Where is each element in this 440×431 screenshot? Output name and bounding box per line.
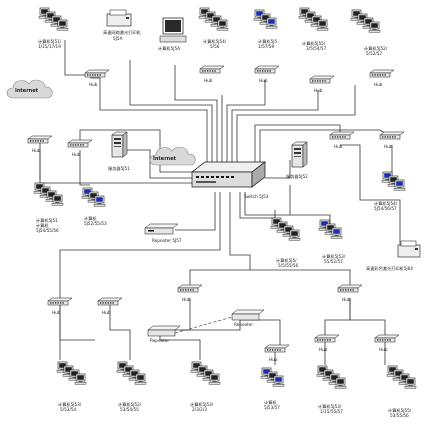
hub-label: Hub <box>72 152 81 157</box>
repeater-left-label: Repeater <box>150 338 169 343</box>
workstation-group-icon <box>382 172 405 190</box>
computer-label: 计算机5J54/ 5/56 <box>203 38 228 49</box>
hub-icon <box>379 131 405 140</box>
computer-label: 计算机5J55/ 53/55/56 <box>388 407 413 418</box>
hub-icon <box>67 139 93 148</box>
hub-icon <box>337 284 363 293</box>
internet-label-left: Internet <box>15 88 39 94</box>
hub-label: Hub <box>204 78 213 83</box>
computer-label: 计算机5J55/ 3/5/54/57 <box>302 40 327 51</box>
computer-label: 计算机5J52/ 53/54/55 <box>118 401 143 412</box>
workstation-group-icon <box>117 362 146 384</box>
workstation-group-icon <box>82 188 105 206</box>
hub-icon <box>84 69 110 78</box>
workstation-group-icon <box>199 8 228 30</box>
bottom-printer-label: 高速彩色激光打印机5J64 <box>366 265 413 272</box>
hub-label: Hub <box>269 357 278 362</box>
workstation-group-icon <box>299 8 328 30</box>
repeater-center-label: Repeater 5J57 <box>152 238 182 243</box>
workstation-group-icon <box>34 183 63 205</box>
server-left-label: 服务器5J51 <box>108 165 130 172</box>
hub-icon <box>254 65 280 74</box>
computer-label: 计算机 5J53/57 <box>264 399 280 410</box>
hub-icon <box>177 284 203 293</box>
workstation-group-icon <box>39 8 68 30</box>
repeater-icon <box>231 309 265 321</box>
computer-label: 计算机5J53/ 1/15/55/57 <box>318 403 343 414</box>
server-tower-icon <box>291 141 308 168</box>
computer-label: 计算机5J53/ 5/53/54 <box>58 401 83 412</box>
printer-icon <box>106 9 132 27</box>
server-right-label: 服务器5J52 <box>286 173 308 180</box>
hub-label: Hub <box>314 88 323 93</box>
desktop-computer-icon <box>159 17 187 43</box>
computer-label: 计算机5J53/ 2/3/2/3 <box>190 401 215 412</box>
workstation-group-icon <box>57 362 86 384</box>
computer-label: 计算机5J53/ 55/52/57 <box>322 253 347 264</box>
computer-label: 计算机5J54/ 5J54/56/57 <box>374 200 399 211</box>
hub-icon <box>199 65 225 74</box>
labels-layer: 高速网络激光打印机 5J5A 计算机5J5A 计算机5J51/ 1/15/17/… <box>32 29 413 418</box>
computer-label: 计算机5J51 计算机 5J54/55/56 <box>36 217 59 233</box>
repeater-icon <box>147 325 181 337</box>
hub-label: Hub <box>89 82 98 87</box>
hub-label: Hub <box>319 347 328 352</box>
workstation-group-icon <box>271 218 300 240</box>
workstation-group-icon <box>191 362 220 384</box>
internet-label-center: Internet <box>153 156 177 162</box>
workstation-group-icon <box>317 366 346 388</box>
hub-label: Hub <box>259 78 268 83</box>
hub-icon <box>314 334 340 343</box>
hub-icon <box>264 344 290 353</box>
top-printer-label: 高速网络激光打印机 5J5A <box>103 29 142 41</box>
hub-icon <box>97 297 123 306</box>
hub-label: Hub <box>384 144 393 149</box>
hub-icon <box>27 135 53 144</box>
workstation-group-icon <box>261 368 284 386</box>
hub-label: Hub <box>52 310 61 315</box>
workstation-group-icon <box>351 10 380 32</box>
connection-lines <box>39 40 401 365</box>
computer-label: 计算机5J5 1/57/59 <box>258 38 278 49</box>
hub-label: Hub <box>182 297 191 302</box>
hub-icon <box>329 131 355 140</box>
repeater-mid-label: Repeater <box>234 322 253 327</box>
computer-label: 计算机5J5/ 5/5/55/56 <box>276 257 299 268</box>
server-tower-icon <box>111 131 128 158</box>
hub-icon <box>47 297 73 306</box>
hub-label: Hub <box>334 144 343 149</box>
workstation-group-icon <box>254 10 277 28</box>
workstation-group-icon <box>319 220 342 238</box>
hub-icon <box>369 69 395 78</box>
hub-label: Hub <box>342 297 351 302</box>
computer-label: 计算机 5J52/55/53 <box>84 215 107 226</box>
computer-label: 计算机5J51/ 1/15/17/19 <box>38 38 63 49</box>
switch-label: Switch 5J53 <box>244 194 269 199</box>
hub-icon <box>309 75 335 84</box>
hub-label: Hub <box>374 82 383 87</box>
computer-label: 计算机5J52/ 5/52/57 <box>364 45 389 56</box>
workstation-group-icon <box>387 366 416 388</box>
hub-label: Hub <box>32 148 41 153</box>
core-switch-icon <box>190 161 267 188</box>
hub-label: Hub <box>379 347 388 352</box>
repeater-icon <box>144 223 179 235</box>
hub-label: Hub <box>102 310 111 315</box>
hub-icon <box>374 334 400 343</box>
top-computer-label: 计算机5J5A <box>158 45 180 52</box>
printer-icon <box>397 240 421 258</box>
